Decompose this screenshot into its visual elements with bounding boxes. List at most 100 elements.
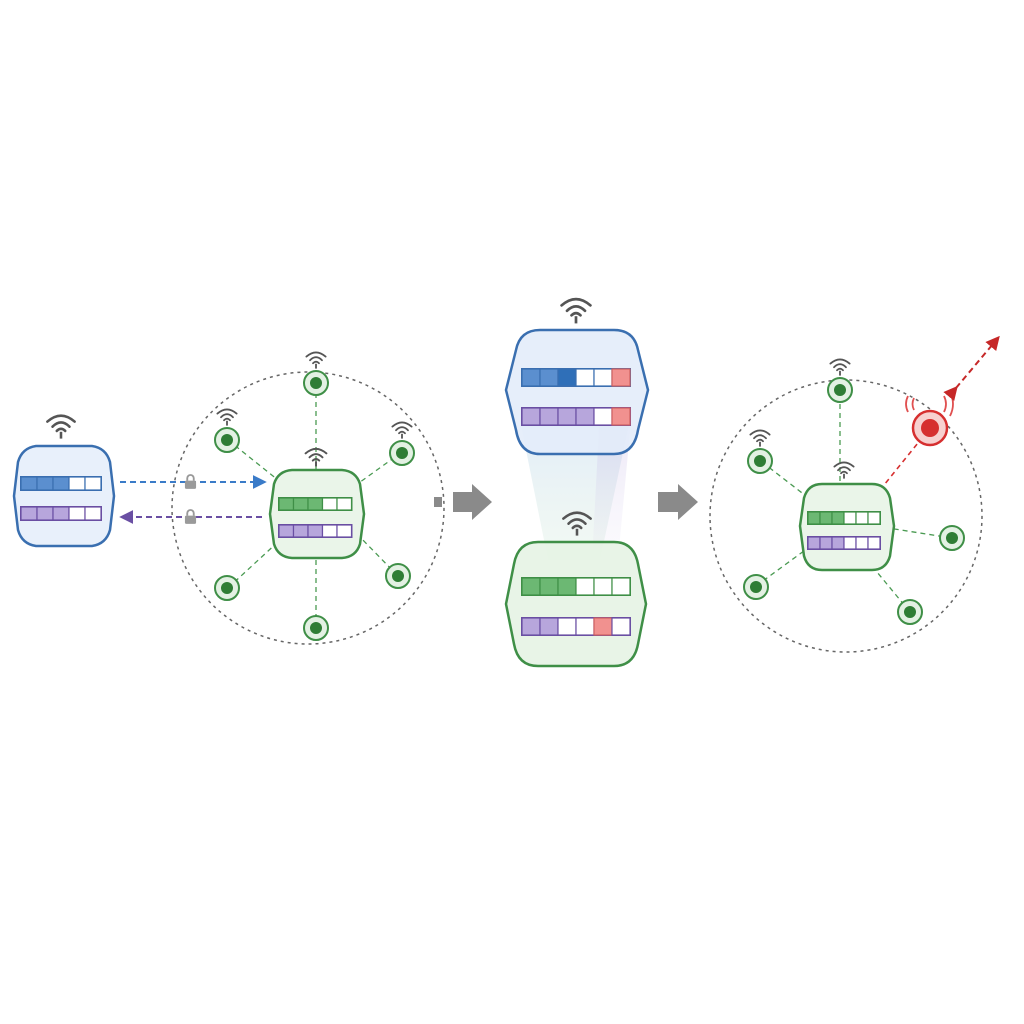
satellite-nodes [743, 358, 965, 625]
buffer-cell-empty [68, 506, 86, 521]
arrow-right-icon [658, 484, 698, 520]
buffer-cell-empty [843, 511, 857, 525]
buffer-cell-blue [521, 368, 541, 387]
buffer-cell-empty [321, 497, 338, 511]
buffer-cell-purple [278, 524, 295, 538]
buffer-cell-purple [36, 506, 54, 521]
buffer-cell-green [557, 577, 577, 596]
hub-buffer-row-1 [278, 497, 353, 511]
node-dot-core [392, 570, 404, 582]
buffer-cell-purple [307, 524, 324, 538]
bottom-device-buffer-row-2 [521, 617, 631, 636]
buffer-cell-green [521, 577, 541, 596]
buffer-cell-green [539, 577, 559, 596]
buffer-cell-empty [867, 536, 881, 550]
panel-rogue-node-detection [709, 335, 1000, 653]
buffer-cell-purple [539, 407, 559, 426]
lock-icon [184, 474, 197, 489]
buffer-cell-purple [807, 536, 821, 550]
buffer-cell-red [593, 617, 613, 636]
buffer-cell-green [807, 511, 821, 525]
hub-buffer-row-2 [807, 536, 881, 550]
node-dot-core [396, 447, 408, 459]
encrypted-links [119, 474, 267, 524]
buffer-cell-purple [575, 407, 595, 426]
buffer-cell-purple [20, 506, 38, 521]
hub-device [268, 447, 366, 560]
satellite-nodes [214, 351, 415, 641]
top-device-buffer-row-2 [521, 407, 631, 426]
external-device-buffer-row-1 [20, 476, 102, 491]
buffer-cell-empty [321, 524, 338, 538]
buffer-cell-empty [575, 577, 595, 596]
buffer-cell-purple [521, 407, 541, 426]
hub-buffer-row-1 [807, 511, 881, 525]
buffer-cell-empty [855, 536, 869, 550]
buffer-cell-empty [557, 617, 577, 636]
buffer-cell-empty [84, 506, 102, 521]
buffer-cell-red [611, 407, 631, 426]
buffer-cell-empty [593, 407, 613, 426]
buffer-cell-green [819, 511, 833, 525]
external-device [12, 414, 116, 548]
buffer-cell-empty [336, 524, 353, 538]
node-dot-core [310, 377, 322, 389]
bottom-device-body [504, 540, 648, 668]
buffer-cell-purple [831, 536, 845, 550]
wifi-icon [833, 461, 855, 480]
panel-key-exchange [12, 351, 445, 645]
buffer-cell-purple [292, 524, 309, 538]
buffer-cell-blue [36, 476, 54, 491]
wifi-icon [305, 351, 327, 369]
buffer-cell-purple [539, 617, 559, 636]
buffer-cell-purple [521, 617, 541, 636]
buffer-cell-green [831, 511, 845, 525]
node-dot-core [946, 532, 958, 544]
buffer-cell-blue [20, 476, 38, 491]
buffer-cell-empty [611, 617, 631, 636]
wifi-icon [45, 414, 77, 440]
hub-body [268, 468, 366, 560]
buffer-cell-empty [611, 577, 631, 596]
buffer-cell-green [278, 497, 295, 511]
node-dot-core [310, 622, 322, 634]
hub-buffer-row-2 [278, 524, 353, 538]
external-device-buffer-row-2 [20, 506, 102, 521]
buffer-cell-empty [593, 577, 613, 596]
buffer-cell-empty [855, 511, 869, 525]
node-dot-core [221, 434, 233, 446]
bottom-device [504, 511, 648, 668]
external-device-body [12, 444, 116, 548]
buffer-cell-purple [819, 536, 833, 550]
node-dot-core [754, 455, 766, 467]
buffer-cell-empty [68, 476, 86, 491]
node-dot-core [834, 384, 846, 396]
wifi-icon [391, 421, 413, 439]
top-device-buffer-row-1 [521, 368, 631, 387]
wifi-icon [749, 429, 771, 447]
rogue-external-link [943, 335, 1000, 402]
hub-device [798, 461, 896, 572]
buffer-cell-green [292, 497, 309, 511]
buffer-cell-empty [575, 617, 595, 636]
top-device-body [504, 328, 650, 456]
buffer-cell-blue-dark [557, 368, 577, 387]
buffer-cell-red [611, 368, 631, 387]
buffer-cell-empty [336, 497, 353, 511]
lock-icon [184, 509, 197, 524]
arrow-right-icon [434, 484, 492, 520]
network-boundary [171, 371, 445, 645]
node-dot-core [904, 606, 916, 618]
buffer-cell-empty [84, 476, 102, 491]
rogue-node-icon [905, 391, 954, 447]
buffer-cell-empty [843, 536, 857, 550]
wifi-icon [829, 358, 851, 376]
buffer-cell-empty [593, 368, 613, 387]
network-boundary [709, 379, 983, 653]
buffer-cell-empty [867, 511, 881, 525]
buffer-cell-purple [52, 506, 70, 521]
buffer-cell-blue [52, 476, 70, 491]
node-dot-core [221, 582, 233, 594]
buffer-cell-purple [557, 407, 577, 426]
